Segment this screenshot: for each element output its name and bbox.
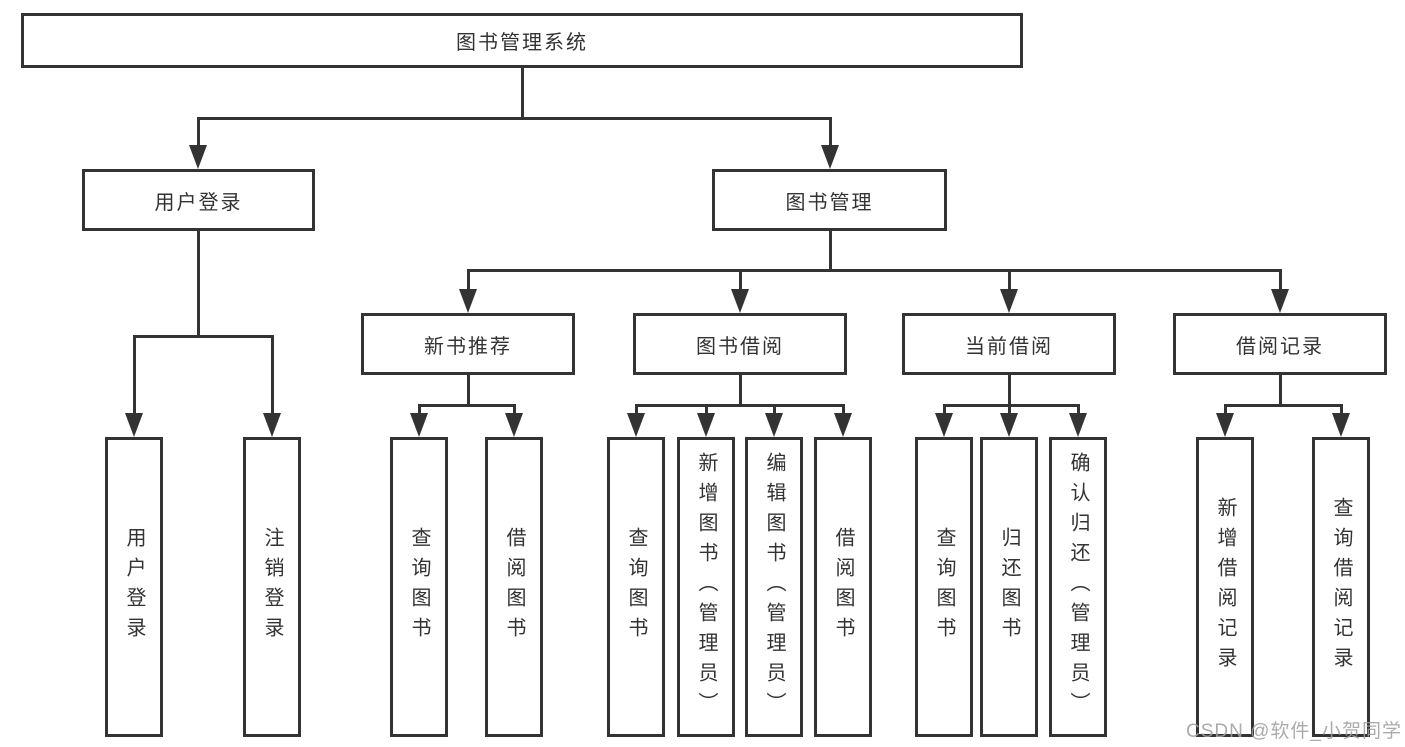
node-label: 借阅记录 (1236, 335, 1324, 358)
arrowhead-down-icon (505, 413, 523, 437)
node-current-borrow: 当前借阅 (902, 313, 1116, 375)
arrowhead-down-icon (731, 289, 749, 313)
arrowhead-down-icon (1000, 413, 1018, 437)
node-label: 查询图书 (933, 527, 955, 647)
connector-line (738, 270, 742, 293)
node-leaf-query-books-2: 查询图书 (607, 437, 665, 737)
arrowhead-down-icon (1271, 289, 1289, 313)
connector-line (1076, 405, 1080, 417)
node-label: 当前借阅 (965, 335, 1053, 358)
connector-line (1278, 375, 1282, 405)
node-label: 用户登录 (123, 527, 145, 647)
node-borrow-records: 借阅记录 (1173, 313, 1387, 375)
node-label: 借阅图书 (503, 527, 525, 647)
node-label: 查询图书 (625, 527, 647, 647)
connector-line (942, 403, 1080, 407)
connector-line (772, 405, 776, 417)
connector-line (1007, 405, 1011, 417)
arrowhead-down-icon (765, 413, 783, 437)
node-label: 归还图书 (998, 527, 1020, 647)
watermark: CSDN @软件_小贺同学 (1186, 721, 1402, 742)
connector-line (417, 405, 421, 417)
connector-line (132, 336, 136, 417)
arrowhead-down-icon (1069, 413, 1087, 437)
connector-line (704, 405, 708, 417)
connector-line (1007, 375, 1011, 405)
connector-line (512, 405, 516, 417)
node-label: 查询图书 (408, 527, 430, 647)
node-new-book-recommend: 新书推荐 (361, 313, 575, 375)
arrowhead-down-icon (627, 413, 645, 437)
connector-line (466, 375, 470, 405)
arrowhead-down-icon (1000, 289, 1018, 313)
connector-line (270, 336, 274, 417)
connector-line (196, 231, 200, 336)
arrowhead-down-icon (1216, 413, 1234, 437)
connector-line (841, 405, 845, 417)
connector-line (738, 375, 742, 405)
connector-line (1223, 405, 1227, 417)
node-leaf-confirm-return: 确认归还（管理员） (1049, 437, 1107, 737)
node-leaf-query-books-3: 查询图书 (915, 437, 973, 737)
connector-line (466, 268, 1282, 272)
connector-line (634, 403, 845, 407)
arrowhead-down-icon (410, 413, 428, 437)
connector-line (634, 405, 638, 417)
arrowhead-down-icon (125, 413, 143, 437)
node-leaf-query-books-1: 查询图书 (390, 437, 448, 737)
node-label: 确认归还（管理员） (1067, 452, 1089, 722)
node-label: 查询借阅记录 (1330, 497, 1352, 677)
node-label: 新增图书（管理员） (695, 452, 717, 722)
connector-line (196, 118, 200, 149)
connector-line (828, 118, 832, 149)
connector-line (466, 270, 470, 293)
connector-line (196, 116, 832, 120)
node-label: 新增借阅记录 (1214, 497, 1236, 677)
node-label: 图书借阅 (696, 335, 784, 358)
connector-line (942, 405, 946, 417)
node-leaf-borrow-books-1: 借阅图书 (485, 437, 543, 737)
arrowhead-down-icon (263, 413, 281, 437)
node-leaf-borrow-books-2: 借阅图书 (814, 437, 872, 737)
connector-line (520, 68, 524, 118)
arrowhead-down-icon (189, 145, 207, 169)
node-leaf-user-login: 用户登录 (105, 437, 163, 737)
arrowhead-down-icon (821, 145, 839, 169)
arrowhead-down-icon (459, 289, 477, 313)
node-label: 新书推荐 (424, 335, 512, 358)
connector-line (1007, 270, 1011, 293)
connector-line (132, 334, 274, 338)
connector-line (1339, 405, 1343, 417)
node-label: 图书管理 (785, 191, 874, 214)
node-book-management: 图书管理 (712, 169, 947, 231)
node-leaf-edit-books: 编辑图书（管理员） (745, 437, 803, 737)
node-label: 编辑图书（管理员） (763, 452, 785, 722)
node-leaf-add-books: 新增图书（管理员） (677, 437, 735, 737)
arrowhead-down-icon (834, 413, 852, 437)
connector-line (417, 403, 516, 407)
node-root: 图书管理系统 (21, 13, 1023, 68)
node-book-borrow: 图书借阅 (633, 313, 847, 375)
node-leaf-query-borrow-record: 查询借阅记录 (1312, 437, 1370, 737)
node-user-login: 用户登录 (82, 169, 315, 231)
node-label: 用户登录 (154, 191, 243, 214)
connector-line (828, 231, 832, 270)
arrowhead-down-icon (697, 413, 715, 437)
node-leaf-logout: 注销登录 (243, 437, 301, 737)
node-leaf-return-books: 归还图书 (980, 437, 1038, 737)
connector-line (1278, 270, 1282, 293)
connector-line (1223, 403, 1343, 407)
arrowhead-down-icon (935, 413, 953, 437)
node-label: 注销登录 (261, 527, 283, 647)
node-label: 图书管理系统 (456, 32, 588, 54)
arrowhead-down-icon (1332, 413, 1350, 437)
node-label: 借阅图书 (832, 527, 854, 647)
node-leaf-add-borrow-record: 新增借阅记录 (1196, 437, 1254, 737)
